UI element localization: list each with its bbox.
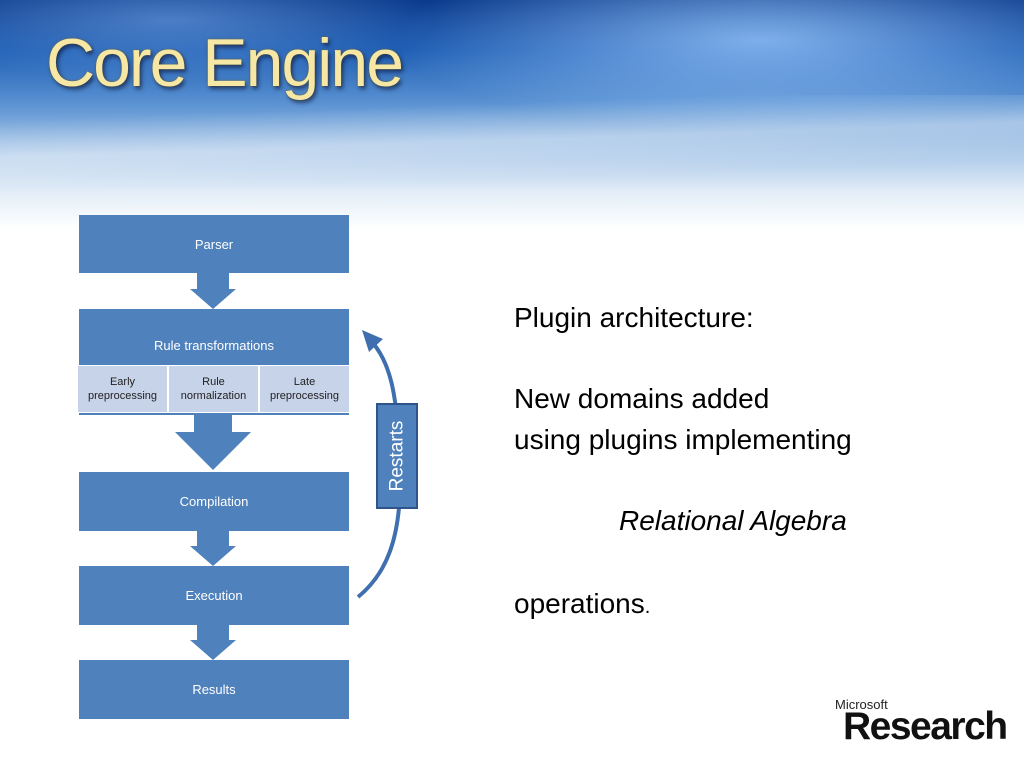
- parser-box: Parser: [79, 215, 349, 273]
- results-box: Results: [79, 660, 349, 719]
- early-preprocessing-box: Early preprocessing: [77, 365, 168, 413]
- microsoft-logo-text: Microsoft: [835, 697, 888, 712]
- restarts-label: Restarts: [386, 420, 407, 492]
- body-line-using-plugins: using plugins implementing: [514, 424, 852, 455]
- body-line-new-domains: New domains added: [514, 383, 770, 414]
- header-background: [0, 0, 1024, 230]
- arrow-parser-to-rules: [190, 273, 236, 309]
- execution-box: Execution: [79, 566, 349, 625]
- body-line-plugin-architecture: Plugin architecture:: [514, 302, 754, 333]
- arrow-rules-to-compilation: [175, 414, 251, 470]
- arrow-execution-to-results: [190, 625, 236, 660]
- rule-transformations-label: Rule transformations: [154, 338, 274, 353]
- compilation-box: Compilation: [79, 472, 349, 531]
- arrow-compilation-to-execution: [190, 531, 236, 566]
- slide-title: Core Engine: [46, 25, 404, 101]
- restart-arrowhead: [362, 330, 383, 352]
- rule-normalization-box: Rule normalization: [168, 365, 259, 413]
- body-line-operations: operations.: [514, 588, 650, 620]
- late-preprocessing-label: Late preprocessing: [269, 376, 340, 402]
- body-operations-period: .: [644, 596, 651, 618]
- rule-normalization-label: Rule normalization: [180, 376, 247, 402]
- header-highlight: [0, 95, 1024, 185]
- body-operations-word: operations: [514, 588, 645, 619]
- early-preprocessing-label: Early preprocessing: [87, 376, 158, 402]
- restarts-box: Restarts: [376, 403, 418, 509]
- late-preprocessing-box: Late preprocessing: [259, 365, 350, 413]
- body-line-relational-algebra: Relational Algebra: [619, 505, 847, 536]
- research-logo-text: Research: [843, 705, 1008, 748]
